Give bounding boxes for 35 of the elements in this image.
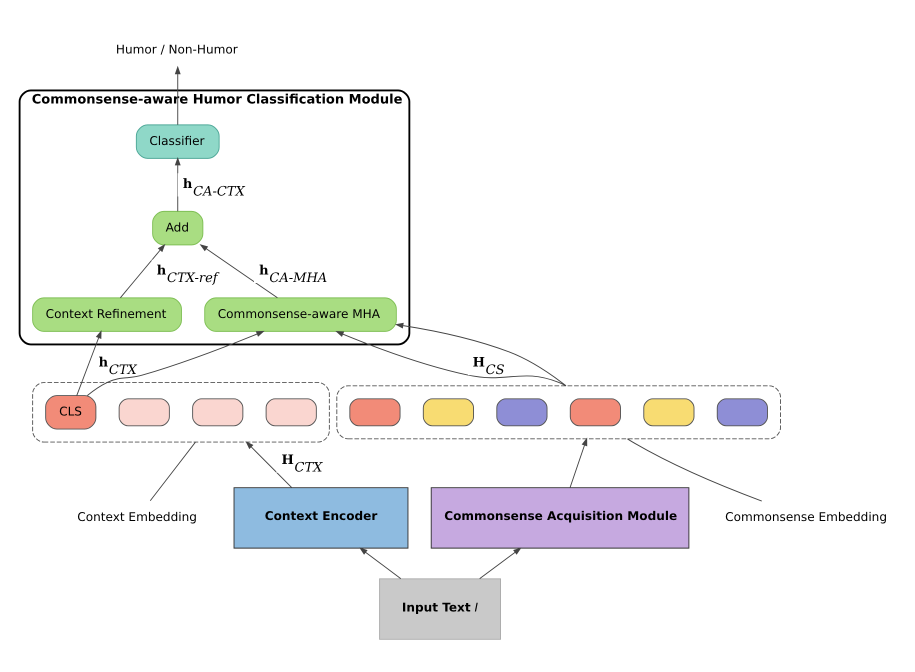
node-box [118, 398, 170, 426]
cluster [32, 382, 330, 442]
arrow [479, 546, 522, 579]
node-box: Add [152, 210, 204, 245]
node-box [349, 398, 401, 426]
arrow [245, 440, 292, 488]
node-box: Commonsense-aware MHA [204, 296, 397, 332]
node-box [570, 398, 621, 426]
arrow [174, 65, 181, 125]
node-text: Context Embedding [77, 510, 197, 524]
node-box [266, 398, 317, 426]
node-box: Context Encoder [234, 486, 408, 548]
node-box [716, 398, 768, 426]
node-box [422, 398, 474, 426]
node-text: Humor / Non-Humor [116, 42, 238, 56]
arrow [200, 244, 278, 298]
arrow [359, 546, 402, 579]
arrow [120, 243, 166, 298]
node-box [643, 398, 694, 426]
node-box [496, 398, 548, 426]
connector [150, 441, 196, 501]
arrow [570, 436, 588, 488]
arrow [76, 330, 102, 396]
node-text: Commonsense Embedding [725, 510, 888, 524]
arrow [86, 330, 265, 396]
node-box: Context Refinement [32, 296, 182, 332]
arrow [395, 322, 566, 386]
node-box: CLS [45, 394, 96, 430]
connector [626, 438, 762, 502]
node-box: Commonsense Acquisition Module [430, 486, 690, 548]
arrow [335, 330, 566, 386]
node-box [192, 398, 244, 426]
node-box: Classifier [136, 124, 220, 158]
node-box: Input Text I [379, 578, 501, 640]
cluster [336, 384, 781, 439]
